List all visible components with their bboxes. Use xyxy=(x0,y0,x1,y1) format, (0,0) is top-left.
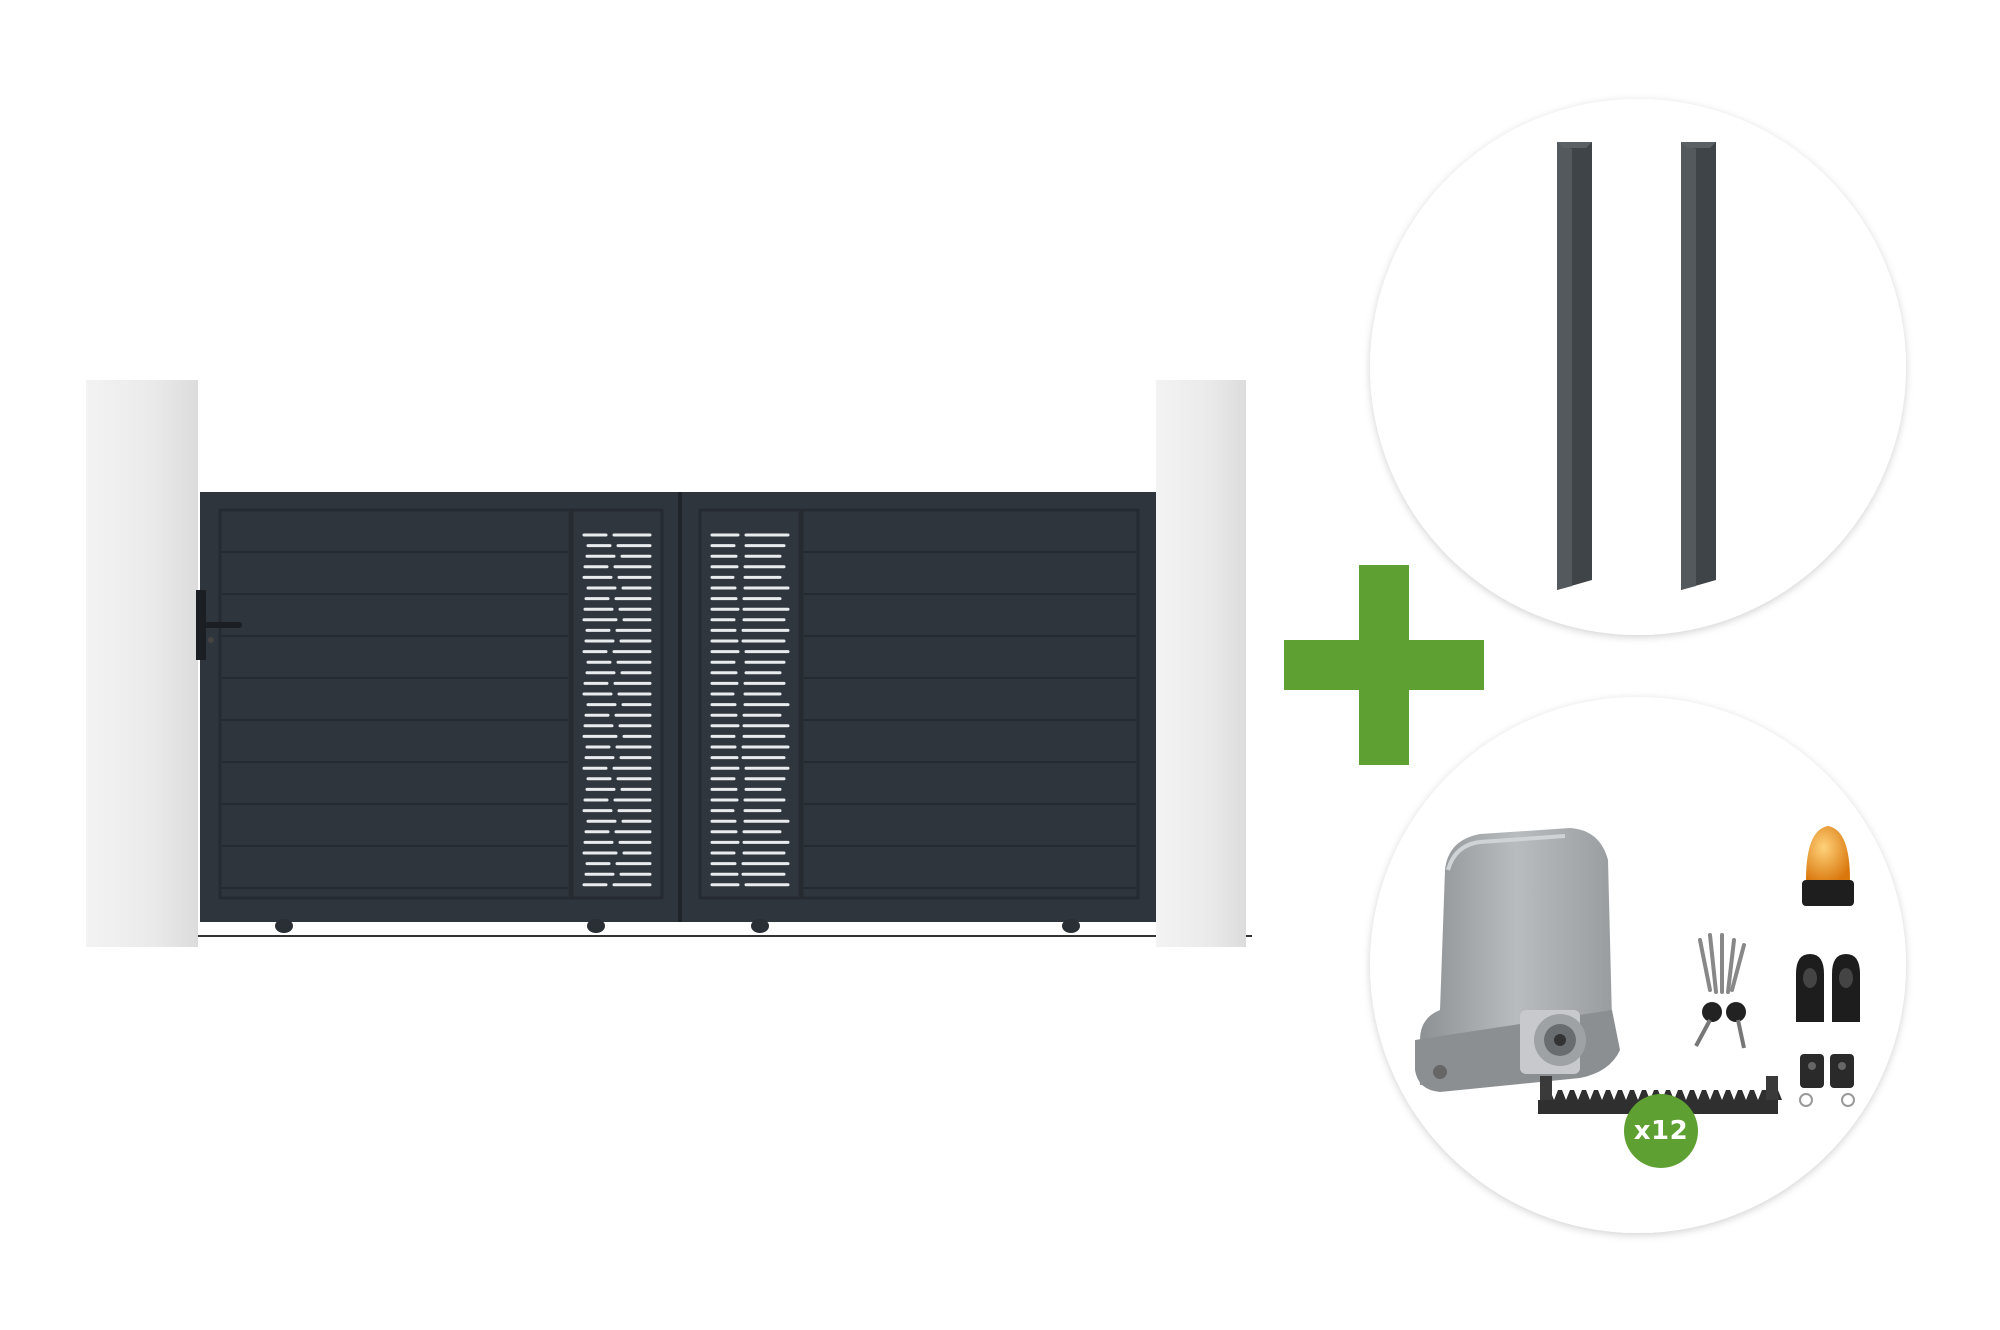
keys-icon xyxy=(1694,1002,1746,1049)
screws-icon xyxy=(1698,933,1746,994)
gate-scene xyxy=(86,380,1252,947)
flashing-beacon-icon xyxy=(1802,826,1854,906)
gate-wheels xyxy=(275,919,1080,933)
posts-circle xyxy=(1370,99,1906,635)
post-right xyxy=(1681,142,1716,590)
rack-count-label: x12 xyxy=(1633,1116,1689,1146)
photocells-icon xyxy=(1796,954,1860,1022)
rack-count-badge: x12 xyxy=(1624,1094,1698,1168)
plus-icon xyxy=(1284,565,1484,765)
left-pillar xyxy=(86,380,198,947)
post-left xyxy=(1557,142,1592,590)
gate-motor-icon xyxy=(1415,828,1620,1092)
right-pillar xyxy=(1156,380,1246,947)
remote-controls-icon xyxy=(1799,1054,1855,1107)
gate-handle-icon xyxy=(196,590,242,660)
gate-leaves xyxy=(200,492,1156,922)
